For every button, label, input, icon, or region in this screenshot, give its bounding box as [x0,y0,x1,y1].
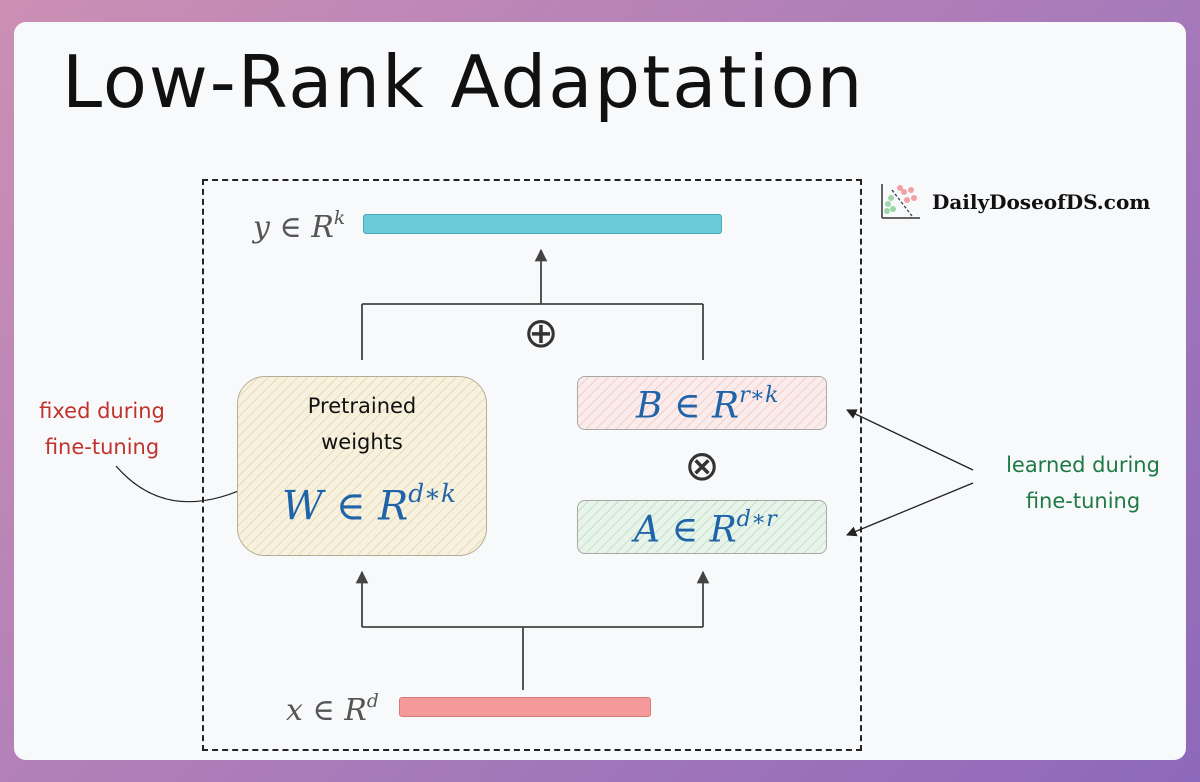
matrix-a-box [577,500,827,554]
matrix-b-math: B ∈ Rr∗k [636,382,779,427]
output-vector-bar [363,214,722,234]
learned-annotation: learned during fine-tuning [1006,453,1160,513]
matrix-a-math: A ∈ Rd∗r [634,506,777,551]
output-label: y ∈ Rk [253,208,346,246]
matrix-b-box [577,376,827,430]
pretrained-weights-label: Pretrained weights [307,394,417,454]
input-vector-bar [399,697,651,717]
lora-module-frame [202,179,862,751]
add-operator: ⊕ [523,308,558,357]
input-label: x ∈ Rd [286,691,379,729]
learned-arrow-to-b [846,409,974,471]
diagram-title: Low-Rank Adaptation [62,40,865,124]
scatter-plot-logo-icon [881,184,920,219]
learned-arrow-to-a [846,482,974,537]
brand-name: DailyDoseofDS.com [932,190,1151,214]
fixed-annotation: fixed during fine-tuning [39,399,165,459]
multiply-operator: ⊗ [684,441,719,490]
pretrained-weights-box [237,376,487,556]
pretrained-weights-math: W ∈ Rd∗k [282,479,457,530]
brand: DailyDoseofDS.com [878,182,1150,222]
